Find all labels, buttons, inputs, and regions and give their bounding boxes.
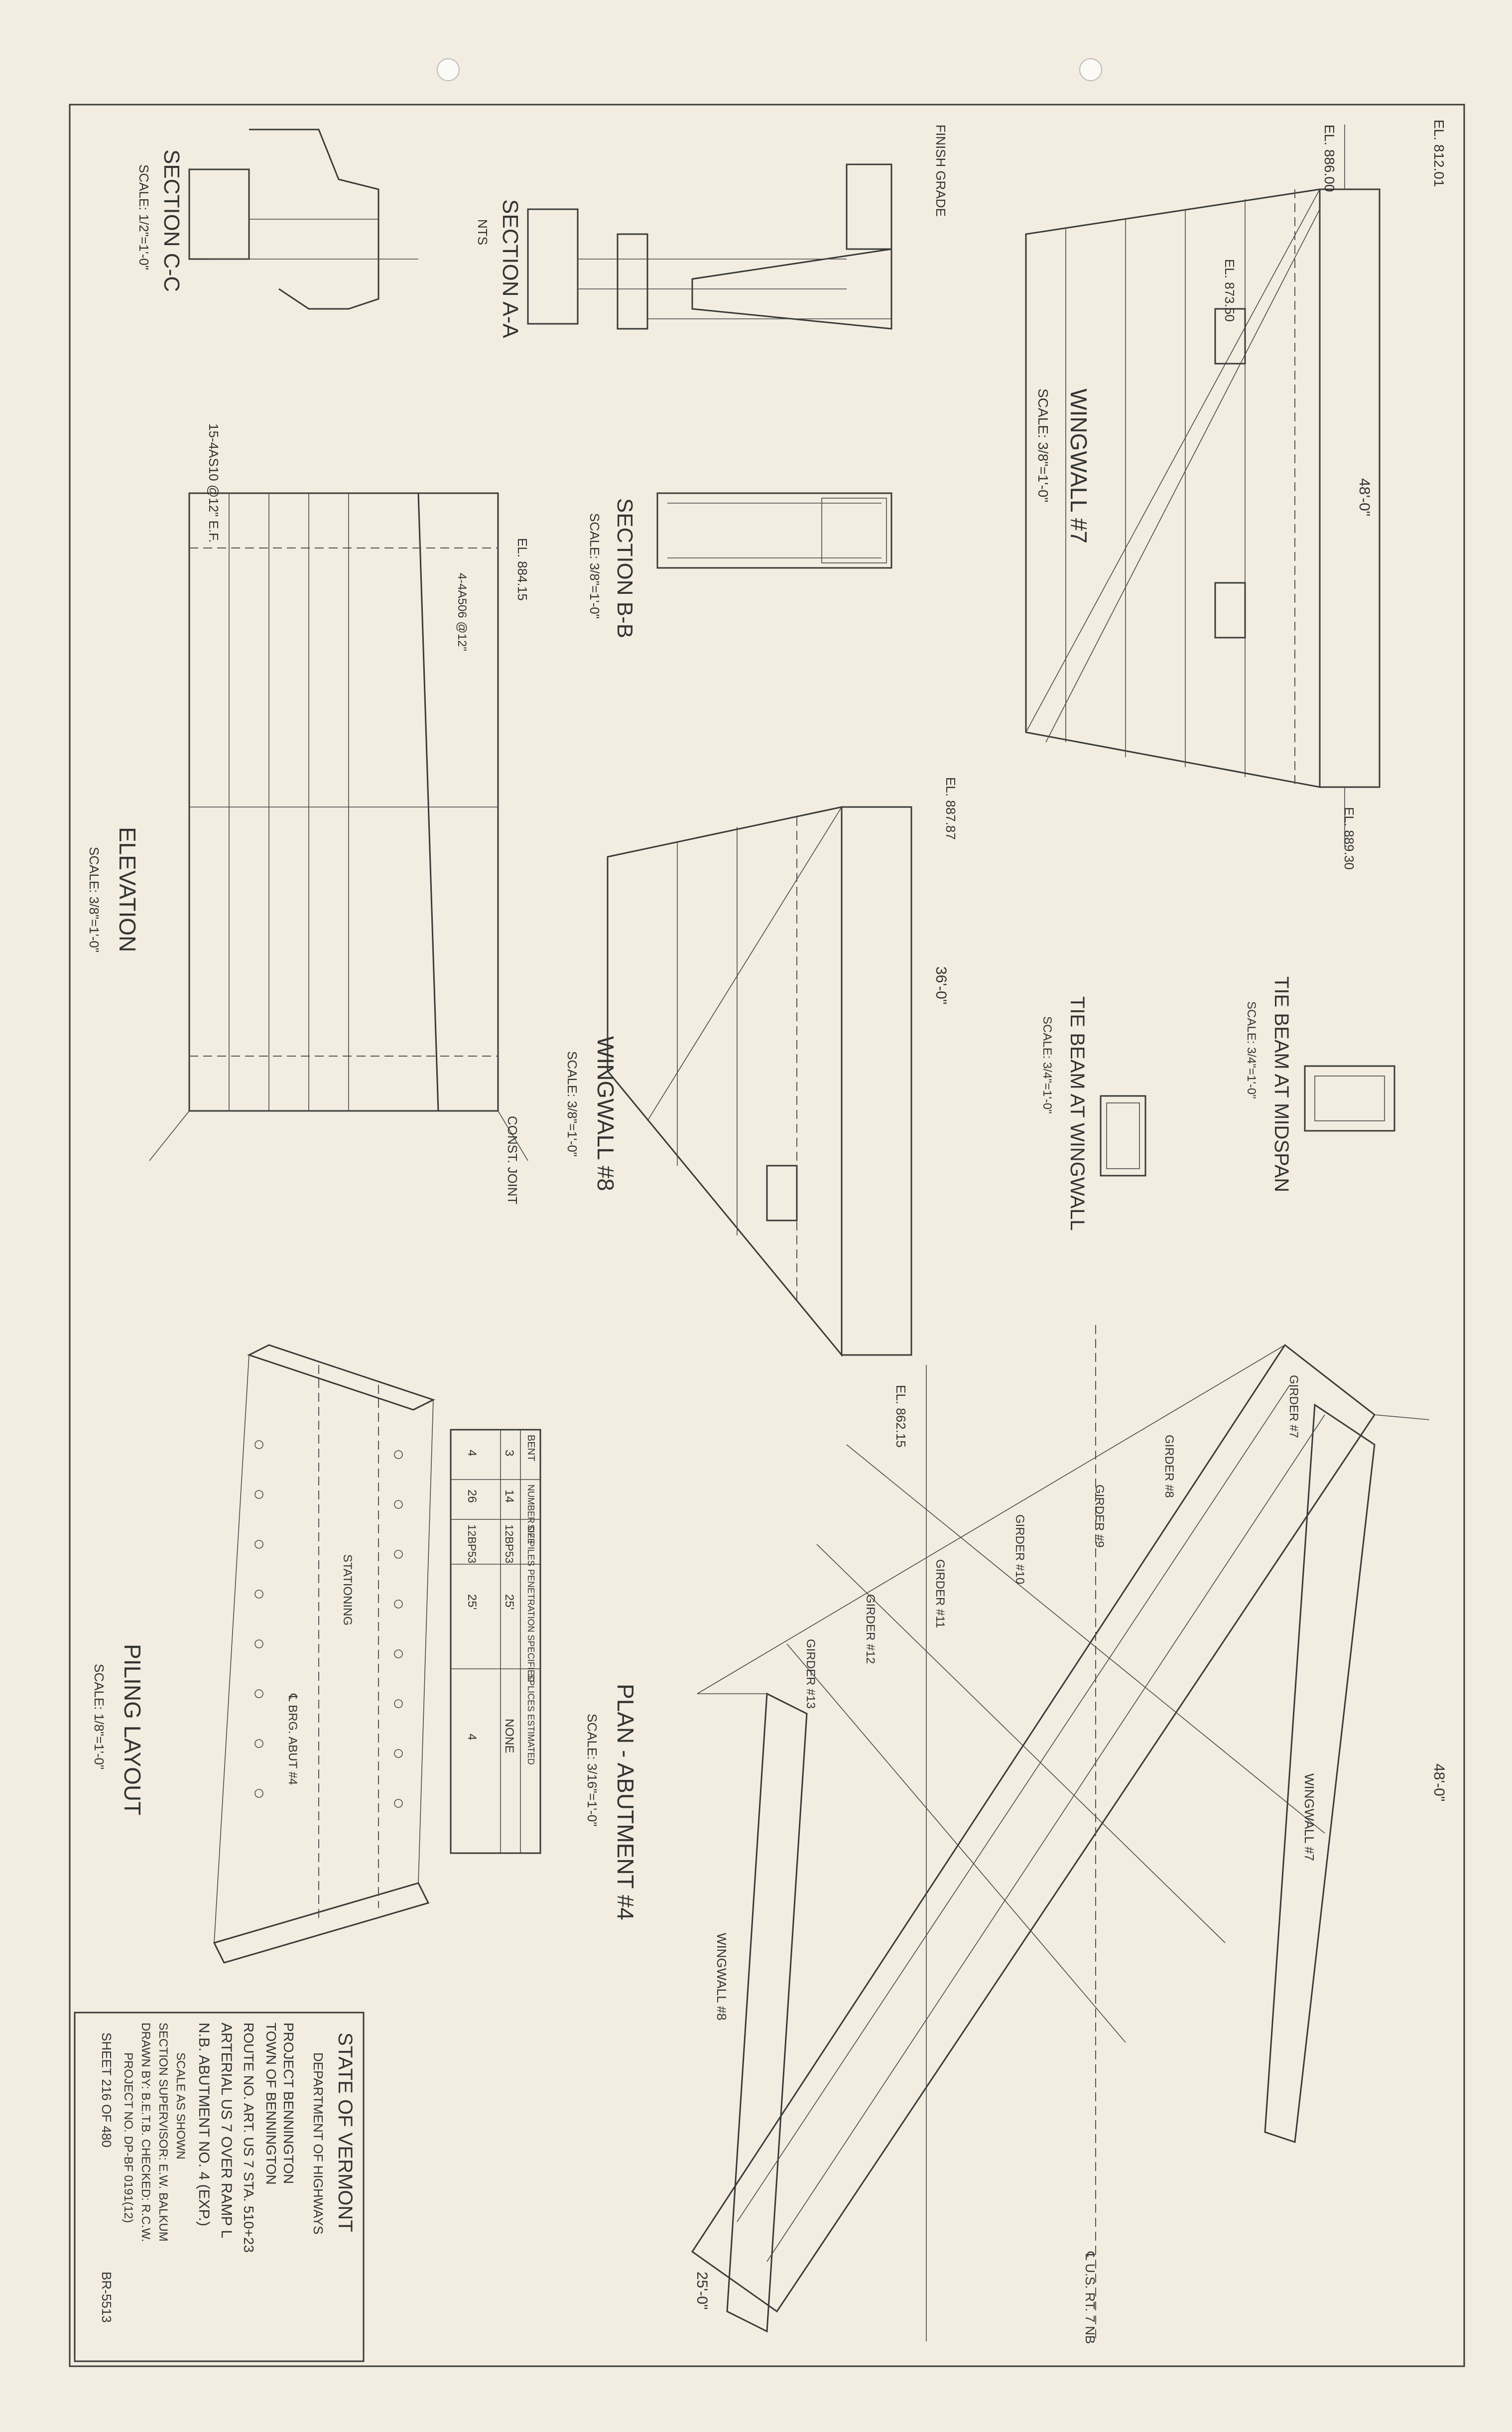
label-girder-11: GIRDER #11 [933, 1559, 947, 1628]
label-el-889: EL. 889.30 [1342, 807, 1357, 870]
section-bb-title: SECTION B-B [613, 498, 637, 638]
piling-layout-scale: SCALE: 1/8"=1'-0" [92, 1664, 107, 1769]
punch-hole [1079, 58, 1102, 81]
sheet-border [69, 104, 1465, 2367]
label-el-886: EL. 886.00 [1322, 125, 1337, 192]
table-cell: 4 [465, 1450, 479, 1456]
table-header-penetration: PENETRATION SPECIFIED [526, 1569, 536, 1682]
label-girder-7: GIRDER #7 [1287, 1375, 1300, 1438]
pile-row-bent3 [254, 1440, 263, 1798]
wingwall8-view: WINGWALL #8 SCALE: 3/8"=1'-0" EL. 887.87… [565, 777, 958, 1448]
section-cc-scale: SCALE: 1/2"=1'-0" [136, 164, 151, 270]
tie-beam-midspan-title: TIE BEAM AT MIDSPAN [1270, 976, 1292, 1192]
punch-hole [437, 58, 460, 81]
title-supervisor: SECTION SUPERVISOR: E.W. BALKUM [156, 2023, 170, 2242]
table-cell: 4 [465, 1734, 479, 1740]
title-line1: ARTERIAL US 7 OVER RAMP L [218, 2023, 235, 2238]
table-header-size: SIZE [526, 1524, 536, 1544]
label-girder-10: GIRDER #10 [1013, 1514, 1026, 1584]
elevation-scale: SCALE: 3/8"=1'-0" [87, 847, 102, 952]
label-dim-36: 36'-0" [933, 966, 949, 1004]
table-cell: 26 [465, 1489, 479, 1503]
label-finish-grade: FINISH GRADE [933, 125, 948, 217]
wingwall7-title: WINGWALL #7 [1066, 389, 1092, 543]
label-ew-bars: 15-4AS10 @12" E.F. [206, 423, 221, 542]
label-wingwall-8: WINGWALL #8 [714, 1933, 729, 2021]
title-town: TOWN OF BENNINGTON [263, 2023, 279, 2185]
title-line2: N.B. ABUTMENT NO. 4 (EXP.) [196, 2023, 212, 2226]
piling-layout-title: PILING LAYOUT [120, 1644, 145, 1815]
piles-table: BENT NUMBER OF PILES SIZE PENETRATION SP… [450, 1429, 541, 1854]
label-dim-48-plan: 48'-0" [1431, 1763, 1447, 1801]
title-project: PROJECT BENNINGTON [281, 2023, 296, 2184]
label-dim-25: 25'-0" [694, 2272, 710, 2309]
table-cell: 12BP53 [466, 1524, 478, 1563]
label-wingwall-7: WINGWALL #7 [1302, 1773, 1317, 1861]
title-scale: SCALE AS SHOWN [174, 2052, 187, 2160]
title-sheet: SHEET 216 OF 480 [99, 2032, 114, 2148]
label-stationing: STATIONING [341, 1554, 354, 1625]
title-drawn: DRAWN BY: B.E.T.B. CHECKED: R.C.W. [139, 2023, 152, 2242]
table-cell: 25' [465, 1594, 479, 1610]
tie-beam-views: TIE BEAM AT MIDSPAN SCALE: 3/4"=1'-0" TI… [1040, 976, 1395, 1230]
label-el-884: EL. 884.15 [515, 538, 530, 601]
label-us7: ℄ U.S. RT. 7 NB [1083, 2251, 1098, 2344]
tie-beam-midspan-scale: SCALE: 3/4"=1'-0" [1245, 1001, 1258, 1099]
section-aa-title: SECTION A-A [498, 199, 522, 338]
table-cell: 12BP53 [503, 1524, 515, 1563]
wingwall7-view: WINGWALL #7 SCALE: 3/8"=1'-0" EL. 812.01… [1025, 120, 1447, 870]
table-header-bent: BENT [525, 1435, 536, 1461]
wingwall8-title: WINGWALL #8 [593, 1036, 619, 1191]
label-bars-12: 4-4A506 @12" [455, 573, 469, 651]
plan-abutment-view: PLAN - ABUTMENT #4 SCALE: 3/16"=1'-0" WI… [585, 1325, 1447, 2344]
table-cell: 14 [503, 1489, 516, 1503]
label-bearings: ℄ BRG. ABUT #4 [286, 1693, 299, 1785]
title-route: ROUTE NO. ART. US 7 STA. 510+23 [241, 2023, 256, 2253]
plan-abutment-scale: SCALE: 3/16"=1'-0" [585, 1714, 600, 1827]
wingwall8-scale: SCALE: 3/8"=1'-0" [565, 1051, 580, 1157]
table-cell: 3 [503, 1450, 516, 1456]
wingwall7-scale: SCALE: 3/8"=1'-0" [1035, 389, 1051, 502]
title-br: BR-5513 [99, 2272, 114, 2323]
tie-beam-wingwall-scale: SCALE: 3/4"=1'-0" [1040, 1016, 1054, 1114]
pile-row-bent4 [394, 1450, 403, 1808]
label-girder-12: GIRDER #12 [864, 1594, 877, 1664]
plan-abutment-title: PLAN - ABUTMENT #4 [613, 1684, 638, 1920]
elevation-view: ELEVATION SCALE: 3/8"=1'-0" 15-4AS10 @12… [87, 423, 530, 1205]
section-bb-scale: SCALE: 3/8"=1'-0" [587, 513, 602, 619]
section-bb-view: SECTION B-B SCALE: 3/8"=1'-0" [587, 492, 892, 638]
tie-beam-wingwall-title: TIE BEAM AT WINGWALL [1066, 996, 1088, 1230]
elevation-title: ELEVATION [115, 827, 140, 952]
label-el-873: EL. 873.50 [1222, 259, 1237, 322]
label-el-862: EL. 862.15 [893, 1385, 908, 1448]
label-el-812: EL. 812.01 [1431, 120, 1447, 187]
table-header-splices: SPLICES ESTIMATED [526, 1674, 536, 1765]
section-cc-title: SECTION C-C [159, 149, 184, 292]
section-aa-scale: NTS [475, 219, 490, 245]
title-project-no: PROJECT NO. DP-BF 0191(12) [122, 2052, 135, 2223]
label-el-887: EL. 887.87 [943, 777, 958, 840]
title-state: STATE OF VERMONT [334, 2032, 356, 2232]
title-dept: DEPARTMENT OF HIGHWAYS [311, 2052, 326, 2234]
section-aa-view: SECTION A-A NTS FINISH GRADE [475, 125, 948, 338]
label-girder-8: GIRDER #8 [1162, 1435, 1176, 1498]
section-cc-view: SECTION C-C SCALE: 1/2"=1'-0" [136, 129, 418, 310]
title-block: STATE OF VERMONT DEPARTMENT OF HIGHWAYS … [74, 2012, 365, 2362]
table-cell: 25' [503, 1594, 516, 1610]
label-dim-48: 48'-0" [1356, 478, 1373, 516]
table-header-number: NUMBER OF PILES [526, 1485, 536, 1566]
label-const-joint: CONST. JOINT [505, 1116, 520, 1205]
label-girder-9: GIRDER #9 [1093, 1485, 1106, 1548]
label-girder-13: GIRDER #13 [804, 1639, 817, 1709]
table-cell: NONE [503, 1719, 516, 1753]
piling-layout-view: PILING LAYOUT SCALE: 1/8"=1'-0" STATIONI… [92, 1344, 435, 1964]
